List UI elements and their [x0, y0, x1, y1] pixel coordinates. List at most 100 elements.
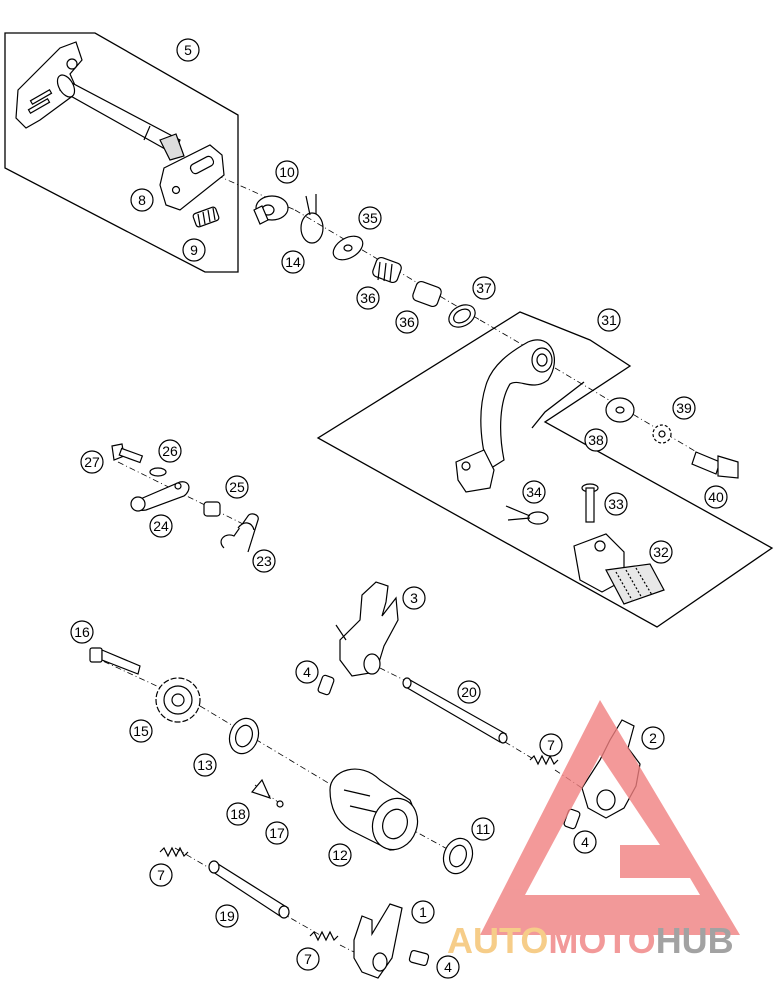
callout-label: 19 — [219, 908, 235, 924]
part-rod-19 — [208, 860, 290, 919]
watermark-logo: AUTOMOTOHUB — [447, 700, 740, 961]
callout-label: 2 — [649, 730, 657, 746]
group-frame-lever-hardware — [531, 381, 585, 429]
part-32 — [573, 533, 665, 605]
part-33 — [581, 483, 599, 523]
watermark-part-hub: HUB — [656, 920, 734, 961]
callout-label: 37 — [476, 280, 492, 296]
part-39 — [652, 424, 672, 444]
callout-31: 31 — [597, 308, 621, 332]
group-frame-shift-lever — [316, 311, 774, 628]
callout-25: 25 — [225, 475, 249, 499]
part-40 — [691, 451, 739, 479]
part-bolt-16 — [89, 647, 141, 675]
part-springs-7 — [159, 754, 559, 942]
part-34 — [505, 505, 549, 525]
callout-16: 16 — [70, 620, 94, 644]
callout-32: 32 — [649, 540, 673, 564]
watermark-triangle-icon — [480, 700, 740, 935]
watermark-text: AUTOMOTOHUB — [447, 920, 734, 961]
callout-label: 36 — [399, 314, 415, 330]
part-detent-assembly — [111, 443, 259, 553]
callout-label: 4 — [444, 959, 452, 975]
part-11 — [442, 837, 474, 875]
part-13 — [228, 717, 260, 755]
part-fork-1 — [353, 903, 403, 979]
callout-label: 40 — [708, 489, 724, 505]
callout-20: 20 — [457, 680, 481, 704]
callout-3: 3 — [402, 586, 426, 610]
callout-34: 34 — [522, 480, 546, 504]
callout-23: 23 — [252, 549, 276, 573]
callout-2: 2 — [641, 726, 665, 750]
callout-label: 24 — [153, 518, 169, 534]
callout-10: 10 — [275, 160, 299, 184]
callout-label: 10 — [279, 164, 295, 180]
part-shift-lever — [455, 339, 555, 493]
callout-label: 17 — [269, 825, 285, 841]
callout-40: 40 — [704, 485, 728, 509]
callout-38: 38 — [584, 428, 608, 452]
callout-label: 3 — [410, 590, 418, 606]
callout-4: 4 — [436, 955, 460, 979]
callout-36: 36 — [395, 310, 419, 334]
callout-12: 12 — [328, 843, 352, 867]
callout-19: 19 — [215, 904, 239, 928]
part-14 — [300, 194, 324, 244]
callout-label: 13 — [197, 757, 213, 773]
callout-17: 17 — [265, 821, 289, 845]
callout-8: 8 — [130, 188, 154, 212]
callout-label: 7 — [547, 737, 555, 753]
callout-label: 11 — [476, 821, 491, 837]
callout-label: 7 — [157, 867, 165, 883]
callout-label: 5 — [184, 42, 192, 58]
part-rod-20 — [402, 677, 508, 744]
callout-18: 18 — [226, 802, 250, 826]
callout-label: 27 — [84, 454, 100, 470]
part-35 — [332, 235, 364, 261]
callout-label: 36 — [360, 290, 376, 306]
callout-15: 15 — [129, 719, 153, 743]
callout-label: 8 — [138, 192, 146, 208]
callout-label: 25 — [229, 479, 245, 495]
callout-7: 7 — [149, 863, 173, 887]
callout-label: 35 — [362, 210, 378, 226]
callout-37: 37 — [472, 276, 496, 300]
callout-39: 39 — [672, 396, 696, 420]
part-fork-3 — [335, 581, 399, 677]
group-frame-shift-shaft — [4, 32, 239, 273]
callout-label: 38 — [588, 432, 604, 448]
callout-label: 20 — [461, 684, 477, 700]
callout-4: 4 — [295, 660, 319, 684]
callout-label: 9 — [190, 242, 198, 258]
callout-26: 26 — [158, 439, 182, 463]
watermark-part-auto: AUTO — [447, 920, 548, 961]
callout-label: 34 — [526, 484, 542, 500]
callout-label: 4 — [303, 664, 311, 680]
part-shift-shaft — [15, 41, 225, 228]
callout-7: 7 — [296, 947, 320, 971]
part-36 — [372, 256, 442, 308]
callout-label: 15 — [133, 723, 149, 739]
callout-7: 7 — [539, 733, 563, 757]
callout-label: 1 — [419, 904, 427, 920]
callout-11: 11 — [471, 817, 495, 841]
group-frames — [4, 32, 774, 628]
callout-label: 18 — [230, 806, 246, 822]
part-spring-9 — [192, 206, 220, 228]
callout-label: 14 — [285, 254, 301, 270]
part-10 — [253, 195, 289, 225]
callout-5: 5 — [176, 38, 200, 62]
part-18-17 — [250, 778, 284, 808]
callout-label: 7 — [304, 951, 312, 967]
callout-label: 32 — [653, 544, 669, 560]
callout-24: 24 — [149, 514, 173, 538]
callout-36: 36 — [356, 286, 380, 310]
part-drum-12 — [329, 768, 419, 851]
callout-label: 26 — [162, 443, 178, 459]
callout-9: 9 — [182, 238, 206, 262]
callout-14: 14 — [281, 250, 305, 274]
callout-1: 1 — [411, 900, 435, 924]
